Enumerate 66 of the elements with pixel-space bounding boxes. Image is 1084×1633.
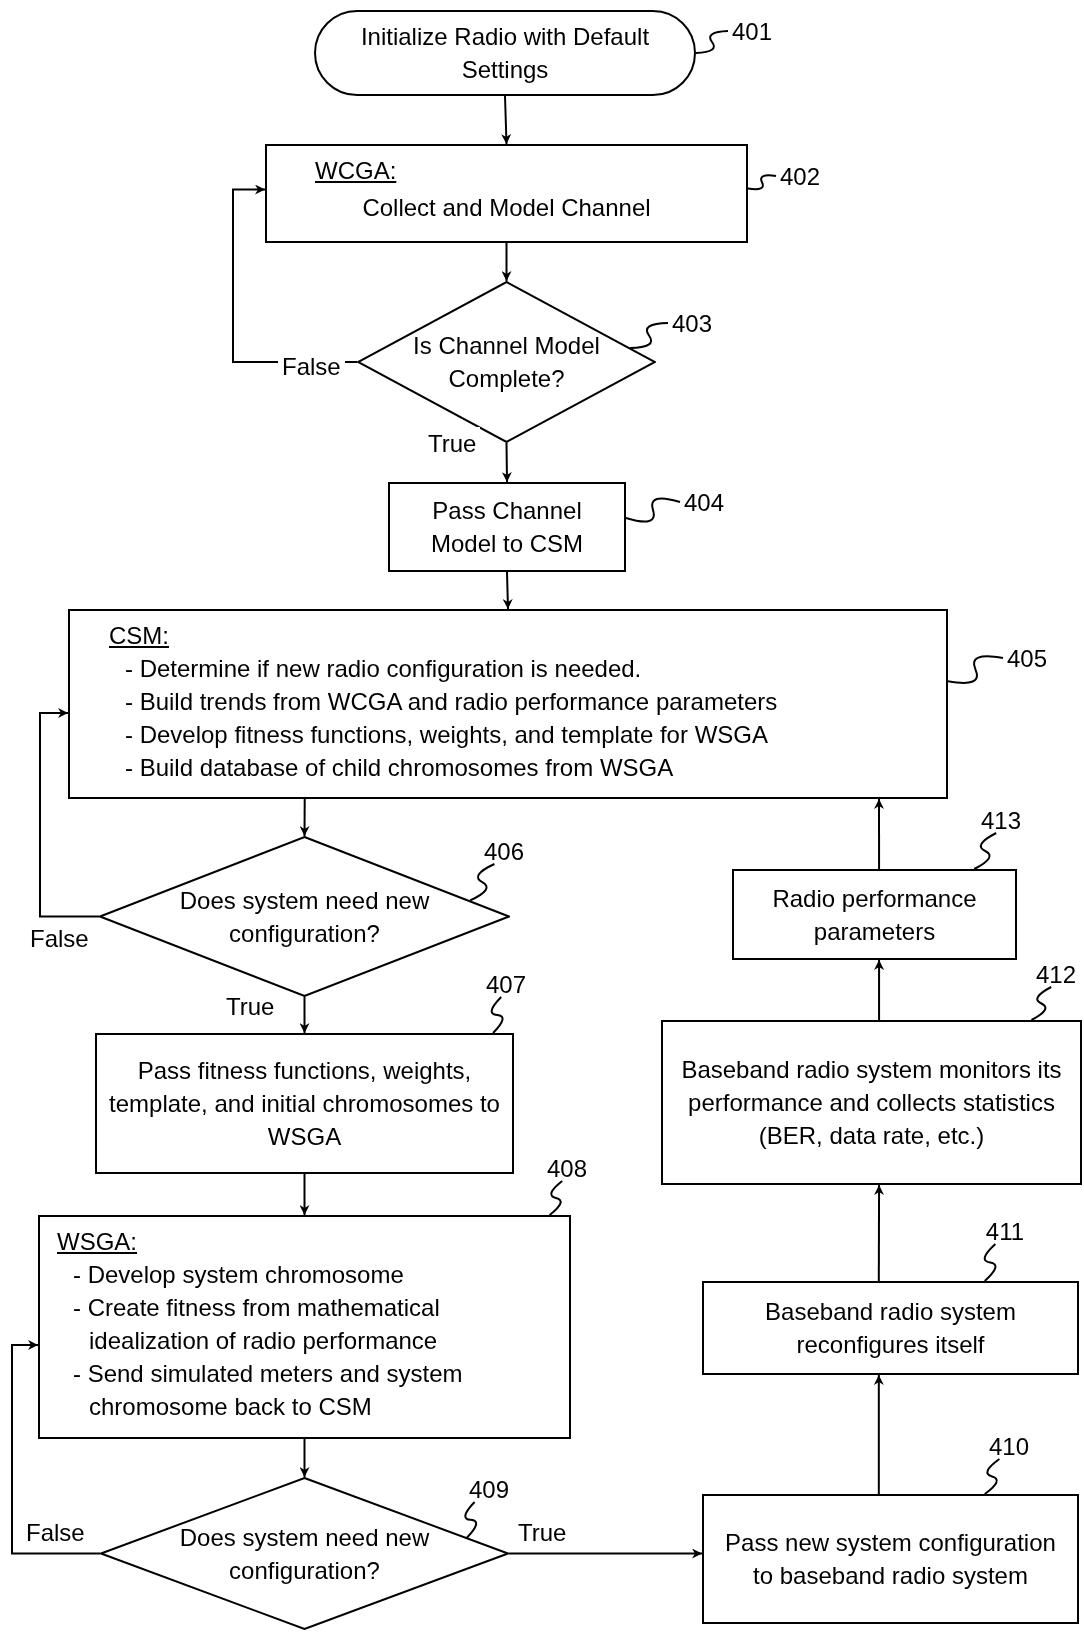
arrow	[299, 1438, 310, 1478]
section-heading: CSM:	[109, 621, 169, 651]
reference-number: 413	[980, 805, 1021, 836]
bullet-text: - Determine if new radio configuration is needed.	[124, 654, 643, 684]
section-heading: WCGA:	[315, 156, 397, 186]
bullet-text: - Send simulated meters and system chromosome back to CSM	[72, 1359, 464, 1422]
leader-line	[625, 497, 681, 523]
bullet-text: - Create fitness from mathematical idealization of radio performance	[72, 1293, 441, 1356]
reference-number: 412	[1035, 959, 1076, 990]
reference-number: 407	[485, 969, 526, 1000]
arrow	[502, 571, 513, 610]
arrow	[501, 442, 512, 483]
arrow	[874, 1184, 885, 1282]
reference-number: 404	[683, 487, 724, 518]
decision-text: Does system need new configuration?	[178, 885, 431, 949]
leader-line	[490, 996, 504, 1034]
reference-number: 403	[671, 308, 712, 339]
arrow	[501, 242, 512, 282]
arrow	[874, 798, 884, 870]
process-box	[38, 1215, 571, 1439]
arrow	[299, 996, 310, 1034]
reference-number: 409	[468, 1474, 509, 1505]
reference-number: 410	[988, 1431, 1029, 1462]
arrow	[39, 707, 100, 918]
reference-number: 411	[985, 1216, 1025, 1247]
box-text: Pass fitness functions, weights, template, and initial chromosomes to WSGA	[108, 1056, 501, 1152]
process-box	[388, 482, 626, 572]
box-text: Radio performance parameters	[771, 883, 978, 947]
decision-diamond	[100, 1477, 509, 1630]
box-text: Baseband radio system reconfigures itself	[764, 1297, 1017, 1360]
arrow	[299, 1173, 310, 1216]
leader-line	[695, 30, 729, 54]
leader-line	[464, 1501, 478, 1539]
section-heading: WSGA:	[57, 1227, 137, 1257]
box-text: Baseband radio system monitors its performance and collects statistics (BER, data rate, etc.)	[680, 1055, 1063, 1151]
reference-number: 402	[779, 161, 820, 192]
process-box	[661, 1020, 1082, 1185]
process-box	[702, 1494, 1079, 1624]
arrow	[508, 1548, 703, 1559]
arrow	[873, 1374, 884, 1495]
leader-line	[747, 174, 777, 191]
reference-number: 408	[546, 1153, 587, 1184]
bullet-text: - Develop system chromosome	[72, 1260, 405, 1290]
bullet-text: - Build trends from WCGA and radio performance parameters	[124, 687, 779, 717]
process-box	[732, 869, 1017, 960]
arrow	[11, 1339, 101, 1555]
arrow	[501, 95, 512, 145]
box-text: Pass new system configuration to baseband radio system	[724, 1528, 1057, 1591]
bullet-text: - Develop fitness functions, weights, and template for WSGA	[124, 720, 769, 750]
process-box	[68, 609, 948, 799]
reference-number: 406	[483, 836, 524, 867]
arrow	[874, 959, 885, 1021]
box-text: Pass Channel Model to CSM	[429, 496, 585, 559]
box-text: Collect and Model Channel	[362, 193, 651, 223]
box-text: Initialize Radio with Default Settings	[359, 22, 651, 85]
process-box	[702, 1281, 1079, 1375]
arrow	[299, 798, 310, 837]
decision-text: Does system need new configuration?	[178, 1522, 431, 1586]
reference-number: 401	[731, 16, 772, 47]
reference-number: 405	[1006, 643, 1047, 674]
bullet-text: - Build database of child chromosomes from WSGA	[124, 753, 675, 783]
leader-line	[947, 655, 1004, 684]
leader-line	[983, 1243, 997, 1282]
process-box	[265, 144, 748, 243]
process-box	[95, 1033, 514, 1174]
decision-text: Is Channel Model Complete?	[412, 331, 601, 394]
